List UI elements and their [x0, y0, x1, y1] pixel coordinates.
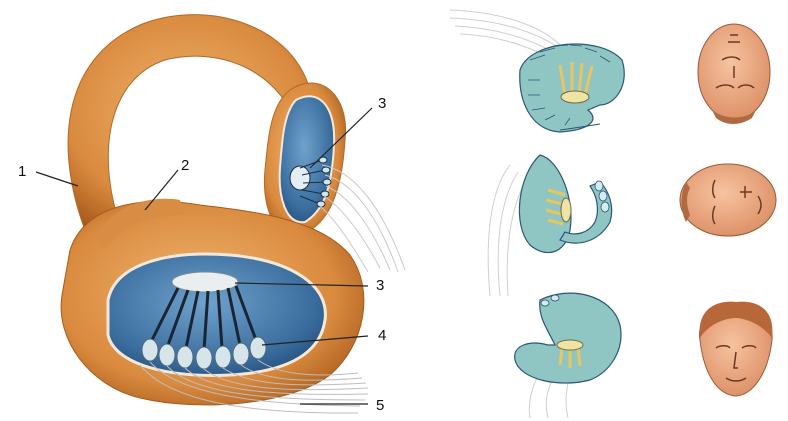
head-sideways	[680, 164, 776, 236]
label-3-utricle: 3	[378, 95, 386, 112]
label-3-saccule: 3	[376, 277, 384, 294]
head-upside-down	[698, 24, 770, 124]
macula-row-2	[488, 155, 611, 296]
label-5: 5	[376, 397, 384, 414]
label-4: 4	[378, 327, 386, 344]
label-1: 1	[18, 163, 26, 180]
macula-row-3	[515, 293, 621, 418]
label-2: 2	[181, 157, 189, 174]
macula-row-1	[450, 10, 624, 132]
head-upright	[699, 302, 772, 396]
